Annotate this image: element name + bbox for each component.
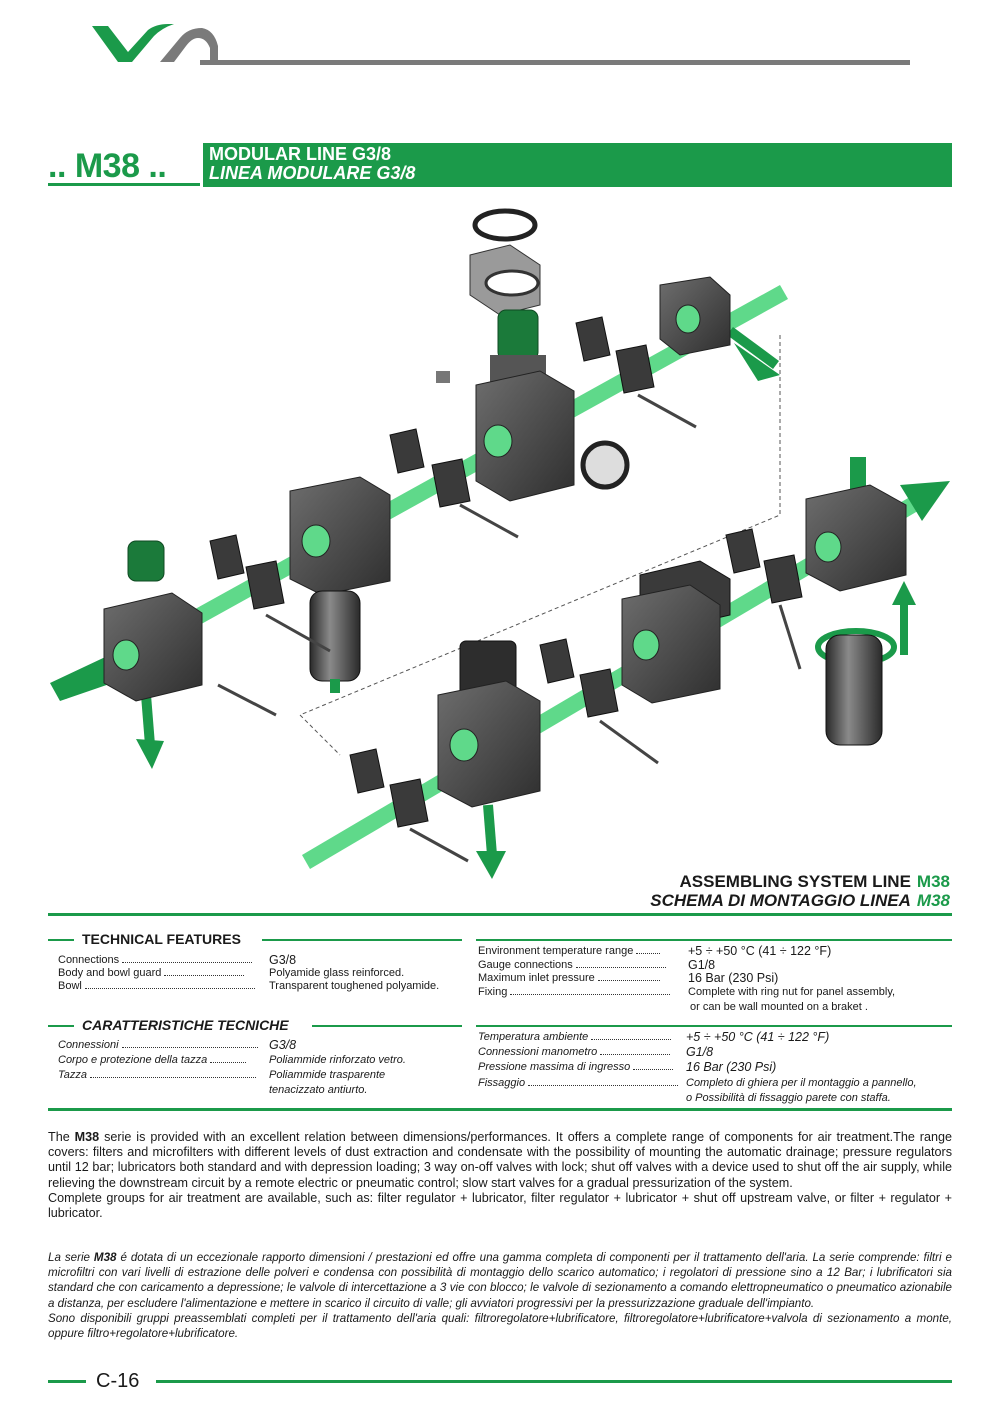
shut-off-valve-unit: [437, 640, 541, 808]
description-it-p2: Sono disponibili gruppi preassemblati co…: [48, 1311, 952, 1341]
tech-heading-it: CARATTERISTICHE TECNICHE: [48, 1017, 289, 1033]
title-en: MODULAR LINE G3/8: [209, 144, 392, 164]
header-rule: [200, 60, 910, 65]
description-it-p1: La serie M38 é dotata di un eccezionale …: [48, 1251, 952, 1310]
title-band: .. M38 .. MODULAR LINE G3/8 LINEA MODULA…: [48, 143, 952, 187]
section-rule: [48, 1108, 952, 1111]
tech-heading-en: TECHNICAL FEATURES: [48, 931, 241, 947]
upper-flow-arrow-icon: [50, 285, 788, 769]
lubricator-unit: [805, 457, 916, 746]
tech-rule-it: [312, 1025, 462, 1027]
filter-regulator-unit: [103, 540, 203, 702]
title-banner: MODULAR LINE G3/8 LINEA MODULARE G3/8: [203, 143, 952, 187]
footer-rule: [156, 1380, 952, 1383]
description-en-p2: Complete groups for air treatment are av…: [48, 1190, 952, 1221]
end-plate: [659, 276, 731, 356]
tech-rule-en: [262, 939, 462, 941]
footer-dash: [48, 1380, 86, 1383]
page-number: C-16: [96, 1370, 140, 1392]
description-en: The M38 serie is provided with an excell…: [48, 1130, 952, 1221]
upper-clamps: [209, 316, 655, 610]
section-rule: [48, 913, 952, 916]
series-code: .. M38 ..: [48, 147, 167, 185]
brand-logo-icon: [92, 24, 218, 62]
description-it: La serie M38 é dotata di un eccezionale …: [48, 1250, 952, 1341]
assembly-illustration: [50, 208, 950, 879]
title-it: LINEA MODULARE G3/8: [209, 163, 416, 183]
filter-unit: [289, 476, 391, 693]
tie-rods: [217, 393, 802, 863]
regulator-unit: [436, 208, 630, 502]
tech-rule-it-right: [476, 1025, 952, 1027]
title-underline: [48, 183, 200, 186]
lower-clamps: [349, 528, 803, 828]
tech-rule-en-right: [476, 939, 952, 941]
slow-start-valve-unit: [621, 560, 731, 704]
description-en-p1: The M38 serie is provided with an excell…: [48, 1130, 953, 1190]
